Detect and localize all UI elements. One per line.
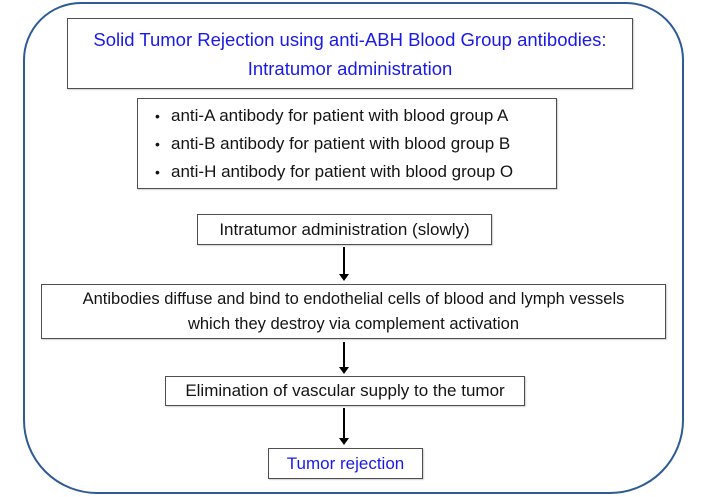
arrow-shaft <box>343 408 345 438</box>
slide-border-frame <box>23 2 684 494</box>
title-line-2: Intratumor administration <box>247 57 453 79</box>
title-box: Solid Tumor Rejection using anti-ABH Blo… <box>67 18 633 89</box>
list-item: • anti-H antibody for patient with blood… <box>138 158 556 186</box>
down-arrow <box>338 408 350 445</box>
arrow-shaft <box>343 342 345 367</box>
bullet-icon: • <box>155 107 160 124</box>
list-item: • anti-B antibody for patient with blood… <box>138 130 556 158</box>
diffusion-step-line-1: Antibodies diffuse and bind to endotheli… <box>82 289 625 308</box>
title-line-1: Solid Tumor Rejection using anti-ABH Blo… <box>93 28 607 50</box>
tumor-rejection-label: Tumor rejection <box>286 453 405 473</box>
list-item-text: anti-H antibody for patient with blood g… <box>171 161 514 181</box>
list-item-text: anti-B antibody for patient with blood g… <box>171 133 511 153</box>
bullet-icon: • <box>155 135 160 152</box>
tumor-rejection-box: Tumor rejection <box>268 448 423 479</box>
administration-step-box: Intratumor administration (slowly) <box>197 214 492 245</box>
list-item-text: anti-A antibody for patient with blood g… <box>171 105 509 125</box>
bullet-icon: • <box>155 163 160 180</box>
list-item: • anti-A antibody for patient with blood… <box>138 102 556 130</box>
arrow-shaft <box>343 247 345 274</box>
elimination-step-box: Elimination of vascular supply to the tu… <box>165 376 525 406</box>
administration-step-label: Intratumor administration (slowly) <box>219 219 470 239</box>
arrow-head-icon <box>339 367 349 374</box>
down-arrow <box>338 247 350 281</box>
arrow-head-icon <box>339 438 349 445</box>
diffusion-step-box: Antibodies diffuse and bind to endotheli… <box>41 284 666 339</box>
antibody-list-box: • anti-A antibody for patient with blood… <box>137 98 557 189</box>
down-arrow <box>338 342 350 374</box>
arrow-head-icon <box>339 274 349 281</box>
elimination-step-label: Elimination of vascular supply to the tu… <box>185 381 505 400</box>
diffusion-step-line-2: which they destroy via complement activa… <box>187 314 520 333</box>
